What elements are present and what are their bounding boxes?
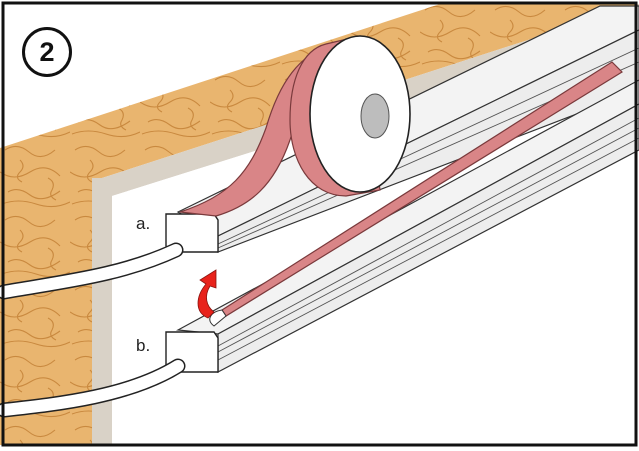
tape-roll-face xyxy=(309,35,411,193)
callout-label-a: a. xyxy=(136,214,151,233)
curved-peel-arrow-icon xyxy=(197,269,217,319)
upper-cable-fill xyxy=(0,244,182,298)
step-number-badge: 2 xyxy=(22,27,72,77)
tape-roll-core xyxy=(360,93,390,139)
tape-roll xyxy=(289,35,411,197)
callout-label-b: b. xyxy=(136,336,151,355)
lower-tape-peel xyxy=(209,309,227,327)
lower-cable-fill xyxy=(0,360,184,416)
lower-profile-ribs xyxy=(217,117,639,361)
